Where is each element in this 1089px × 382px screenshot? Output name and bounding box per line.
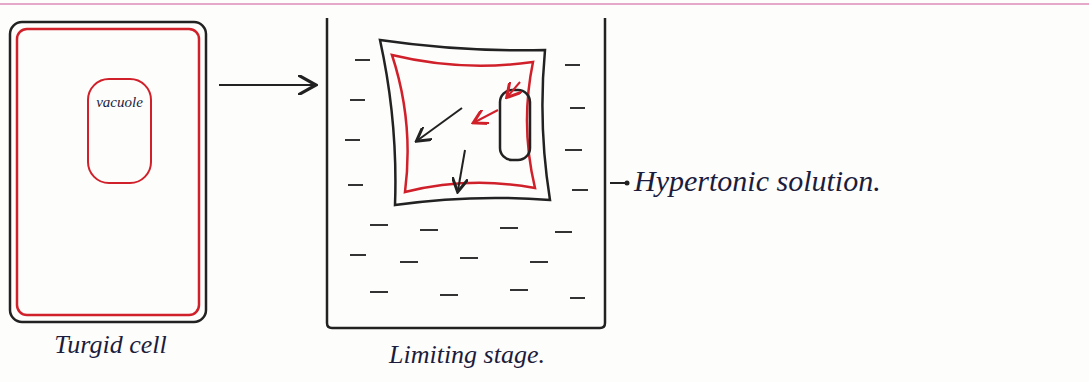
node-text: Limiting stage.: [389, 340, 545, 370]
solution-dashes: [345, 60, 588, 298]
vacuole-box: vacuole: [87, 78, 152, 184]
beaker: [327, 18, 605, 328]
cell-wall: [380, 40, 550, 205]
page-margin-line: [0, 3, 1089, 5]
leader-line: [610, 182, 626, 184]
node-text: Turgid cell: [54, 330, 166, 360]
process-arrow: [219, 84, 314, 86]
solution-label: Hypertonic solution.: [634, 164, 881, 198]
shrunk-vacuole: [500, 90, 530, 160]
shrunk-membrane: [392, 55, 535, 192]
beaker-figure: Limiting stage.: [322, 18, 612, 378]
cell-wall: [10, 22, 206, 322]
leader-dot: [625, 181, 630, 186]
node-text: vacuole: [96, 94, 143, 111]
cell-figure: Turgid cell vacuole: [8, 12, 213, 377]
water-arrows: [418, 82, 520, 190]
cell-membrane: [17, 29, 199, 315]
